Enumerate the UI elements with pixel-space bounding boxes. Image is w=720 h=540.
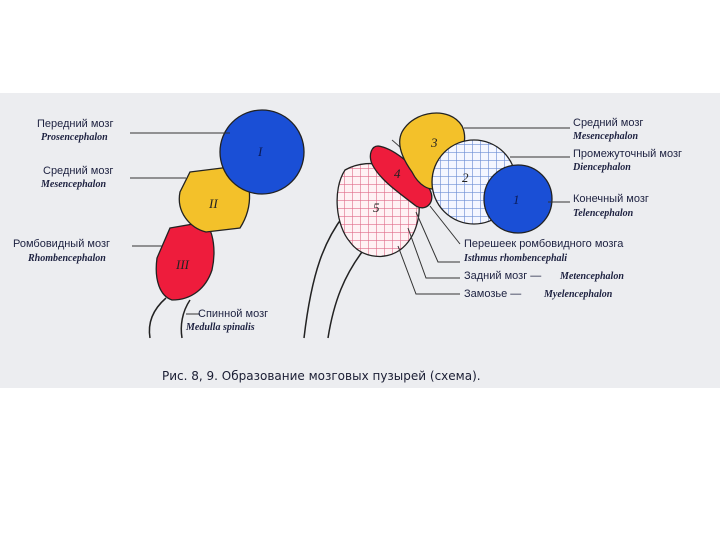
label-telencephalon-la: Telencephalon [573, 208, 634, 219]
telencephalon-vesicle [483, 164, 553, 234]
label-prosencephalon-la: Prosencephalon [41, 132, 108, 143]
prosencephalon-vesicle [219, 109, 305, 195]
right-leader-lines [397, 127, 570, 295]
label-mesencephalon-la: Mesencephalon [41, 179, 106, 190]
five-vesicle-stage [303, 112, 553, 339]
label-spinal-cord-ru: Спинной мозг [198, 308, 269, 320]
label-rhombencephalon-ru: Ромбовидный мозг [13, 238, 111, 250]
label-prosencephalon-ru: Передний мозг [37, 118, 114, 130]
label-metencephalon-la: Metencephalon [560, 271, 624, 282]
numeral-arabic-2: 2 [462, 170, 469, 185]
label-metencephalon-ru: Задний мозг — [464, 270, 542, 282]
spinal-cord-tube [148, 297, 191, 339]
label-spinal-cord-la: Medulla spinalis [186, 322, 255, 333]
label-mesencephalon-ru: Средний мозг [43, 165, 114, 177]
label-right-mesencephalon-la: Mesencephalon [573, 131, 638, 142]
label-isthmus-la: Isthmus rhombencephali [464, 253, 568, 264]
numeral-roman-1: I [258, 144, 263, 159]
three-vesicle-stage [148, 109, 305, 339]
label-diencephalon-ru: Промежуточный мозг [573, 148, 682, 160]
numeral-roman-3: III [176, 257, 189, 272]
numeral-arabic-1: 1 [513, 192, 520, 207]
figure-caption: Рис. 8, 9. Образование мозговых пузырей … [162, 369, 481, 383]
numeral-arabic-5: 5 [373, 200, 380, 215]
label-right-mesencephalon-ru: Средний мозг [573, 117, 644, 129]
numeral-roman-2: II [209, 196, 218, 211]
label-diencephalon-la: Diencephalon [573, 162, 631, 173]
label-myelencephalon-la: Myelencephalon [544, 289, 613, 300]
label-telencephalon-ru: Конечный мозг [573, 193, 649, 205]
left-leader-lines [130, 132, 230, 315]
numeral-arabic-4: 4 [394, 166, 401, 181]
label-isthmus-ru: Перешеек ромбовидного мозга [464, 238, 624, 250]
numeral-arabic-3: 3 [431, 135, 438, 150]
label-rhombencephalon-la: Rhombencephalon [28, 253, 106, 264]
right-spinal-cord-tube [303, 214, 363, 339]
rhombencephalon-vesicle [155, 221, 215, 301]
label-myelencephalon-ru: Замозье — [464, 288, 522, 300]
